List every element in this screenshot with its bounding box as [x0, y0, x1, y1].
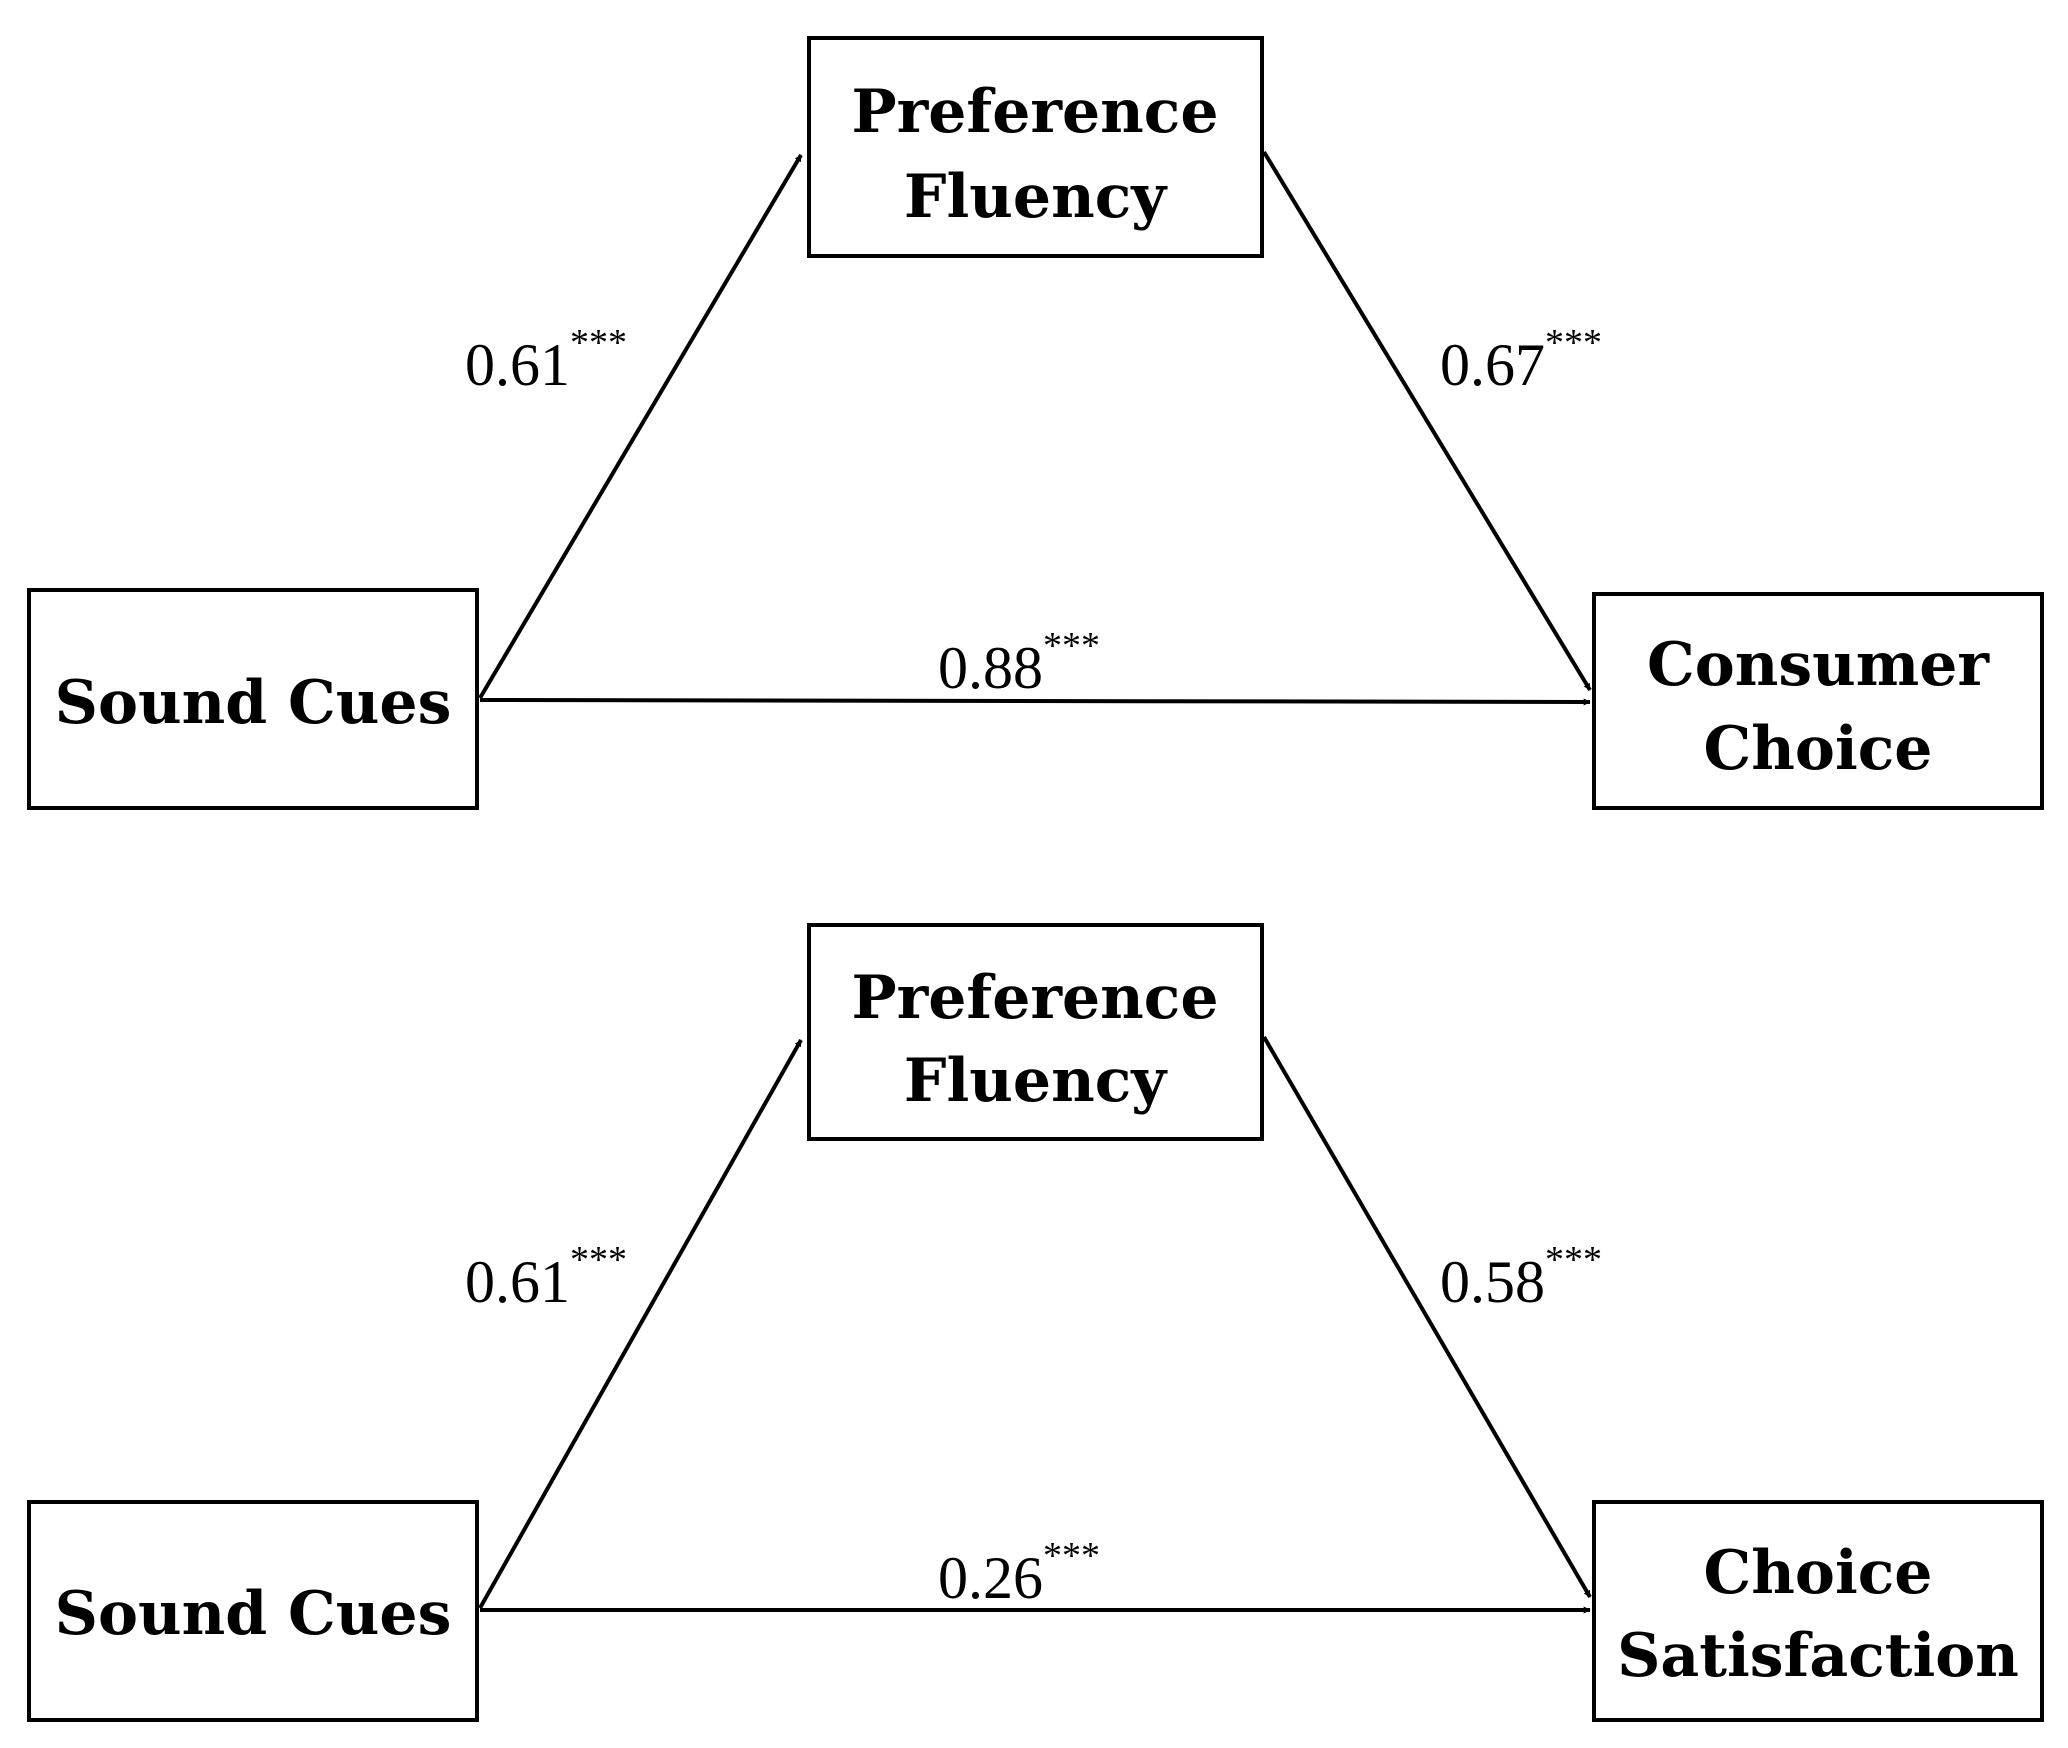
path-a-coefficient: 0.61*** — [465, 322, 627, 398]
outcome-label-line-2: Choice — [1704, 714, 1933, 784]
predictor-box: Sound Cues — [27, 1500, 479, 1722]
path-b-arrow — [1262, 1035, 1592, 1599]
path-a-arrow — [478, 153, 803, 700]
model-2: Preference Fluency Sound Cues Choice Sat… — [27, 923, 2044, 1722]
outcome-label-line-1: Consumer — [1647, 630, 1990, 700]
predictor-label: Sound Cues — [55, 1579, 452, 1649]
outcome-label-line-2: Satisfaction — [1617, 1621, 2019, 1691]
path-c-coefficient: 0.26*** — [938, 1535, 1100, 1611]
path-a-coefficient: 0.61*** — [465, 1239, 627, 1315]
model-1: Preference Fluency Sound Cues Consumer C… — [27, 36, 2044, 810]
path-a-arrow — [478, 1039, 803, 1609]
outcome-label-line-1: Choice — [1704, 1538, 1933, 1608]
mediator-box: Preference Fluency — [807, 36, 1264, 258]
outcome-box: Choice Satisfaction — [1592, 1500, 2044, 1722]
path-b-coefficient: 0.58*** — [1440, 1239, 1602, 1315]
outcome-box: Consumer Choice — [1592, 592, 2044, 810]
mediator-label-line-2: Fluency — [904, 1046, 1168, 1116]
mediator-box: Preference Fluency — [807, 923, 1264, 1141]
mediator-label-line-1: Preference — [851, 963, 1218, 1033]
mediator-label-line-2: Fluency — [904, 162, 1168, 232]
path-b-coefficient: 0.67*** — [1440, 322, 1602, 398]
predictor-box: Sound Cues — [27, 588, 479, 810]
predictor-label: Sound Cues — [55, 668, 452, 738]
path-c-arrow — [479, 698, 1591, 706]
path-c-coefficient: 0.88*** — [938, 625, 1100, 701]
path-b-arrow — [1262, 150, 1592, 692]
mediator-label-line-1: Preference — [851, 77, 1218, 147]
